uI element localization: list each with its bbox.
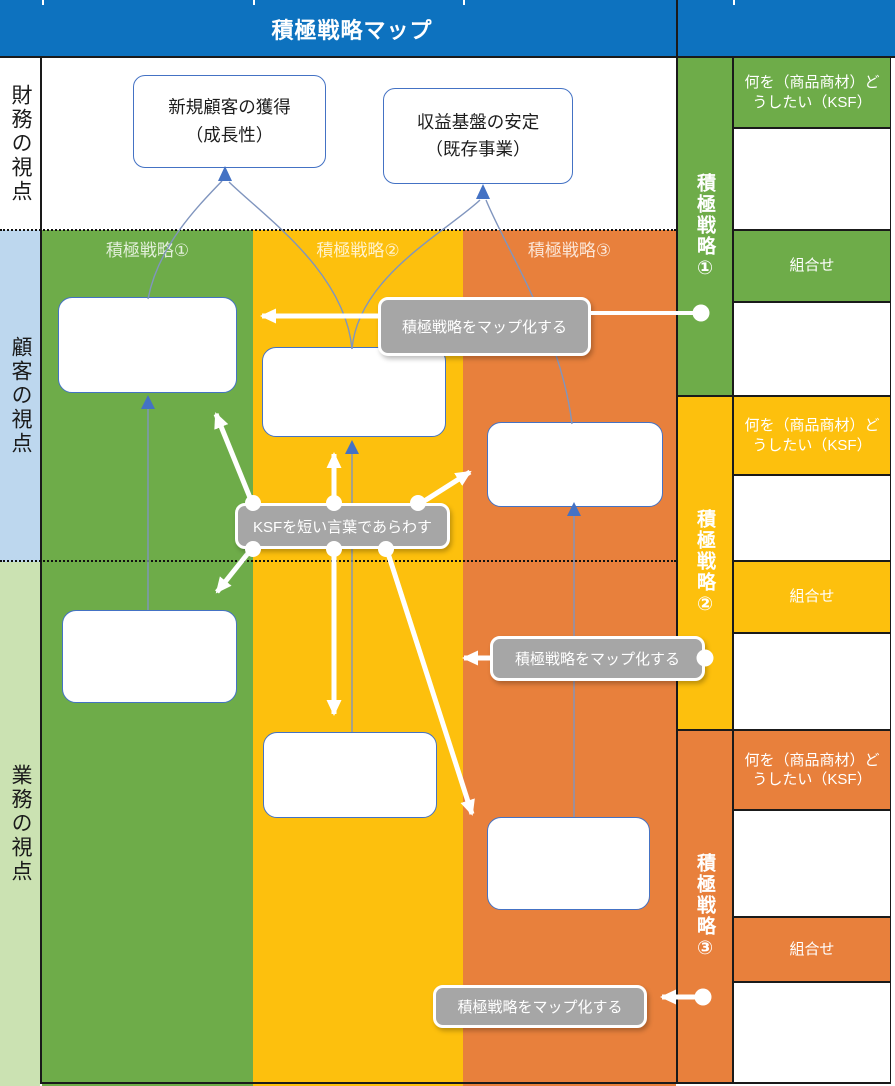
goal-text-line1: 収益基盤の安定 [416,111,540,132]
title-bar [0,0,895,57]
panel-band-label: 積極戦略③ [694,853,715,961]
callout-map-strategy3[interactable]: 積極戦略をマップ化する [433,985,647,1028]
sidebar-border [40,57,42,1084]
callout-map-strategy2[interactable]: 積極戦略をマップ化する [490,636,705,681]
strategy2-operations-box[interactable] [263,732,437,818]
curve-s2-to-goal1 [228,181,353,350]
strategy2-customer-box[interactable] [262,347,446,437]
sidebar-financial-bg [0,57,40,230]
goal-text-line1: 新規顧客の獲得 [168,97,291,118]
panel-s2-combine-cell: 組合せ [733,561,891,633]
band1-connector-dot [692,304,710,322]
page-title: 積極戦略マップ [271,17,433,43]
callout-map-strategy1[interactable]: 積極戦略をマップ化する [378,297,591,356]
blue-arrowhead [141,395,155,409]
grid-tick [253,0,255,5]
blue-arrowhead [218,166,232,181]
panel-s3-combine-input-cell[interactable] [733,982,891,1084]
column-header-strategy3: 積極戦略③ [527,240,612,260]
grid-tick [733,0,735,5]
blue-arrowhead [476,184,490,199]
panel-left-border [676,0,678,1084]
panel-s2-header-cell: 何を（商品商材）どうしたい（KSF） [733,396,891,475]
panel-s3-combine-cell: 組合せ [733,917,891,982]
column-header-strategy1: 積極戦略① [105,240,190,260]
sidebar-operations-bg [0,562,40,1086]
white-arrow-to-s1-operations [215,545,255,594]
goal-box-revenue-base[interactable]: 収益基盤の安定 （既存事業） [383,88,573,184]
ksf-connector-dot [245,541,261,557]
ksf-connector-dot [410,495,426,511]
header-bottom-border [0,56,895,58]
band2-connector-dot [696,649,714,667]
panel-s1-input-cell[interactable] [733,128,891,230]
goal-box-new-customers[interactable]: 新規顧客の獲得 （成長性） [133,75,326,168]
strategy1-operations-box[interactable] [62,610,237,703]
panel-s1-combine-cell: 組合せ [733,230,891,302]
bottom-border [42,1082,891,1084]
ksf-connector-dot [378,541,394,557]
column-header-strategy2: 積極戦略② [316,240,400,260]
band3-connector-dot [694,988,712,1006]
panel-s2-input-cell[interactable] [733,475,891,561]
goal-text-line2: （成長性） [185,124,274,145]
ksf-connector-dot [326,495,342,511]
goal-text-line2: （既存事業） [425,139,531,159]
blue-arrowhead [345,440,359,454]
panel-band-strategy1: 積極戦略① [676,57,733,396]
ksf-connector-dot [245,495,261,511]
panel-band-label: 積極戦略① [694,172,715,281]
grid-tick [42,0,44,5]
panel-s3-input-cell[interactable] [733,810,891,917]
callout-ksf-note[interactable]: KSFを短い言葉であらわす [235,503,450,549]
panel-s2-combine-input-cell[interactable] [733,633,891,730]
perspective-operations: 業務の視点 [9,764,32,884]
divider-financial-customer [0,229,676,231]
white-arrow-to-s3-operations [383,546,475,816]
divider-customer-operations [0,560,676,562]
blue-arrowhead [567,502,581,516]
curve-s3-to-goal2 [485,199,573,425]
panel-band-label: 積極戦略② [694,509,715,617]
panel-s1-header-cell: 何を（商品商材）どうしたい（KSF） [733,57,891,128]
curve-s1-to-goal1 [147,180,223,300]
grid-tick [463,0,465,5]
white-arrow-to-s1-customer [213,412,256,506]
sidebar-customer-bg [0,230,40,562]
strategy3-operations-box[interactable] [487,817,650,910]
panel-s1-combine-input-cell[interactable] [733,302,891,396]
perspective-customer: 顧客の視点 [9,336,32,456]
white-arrow-to-s3-customer [416,469,472,508]
ksf-connector-dot [326,541,342,557]
perspective-financial: 財務の視点 [9,83,32,204]
panel-s3-header-cell: 何を（商品商材）どうしたい（KSF） [733,730,891,810]
curve-s2-to-goal2 [351,199,481,350]
strategy1-customer-box[interactable] [58,297,237,393]
